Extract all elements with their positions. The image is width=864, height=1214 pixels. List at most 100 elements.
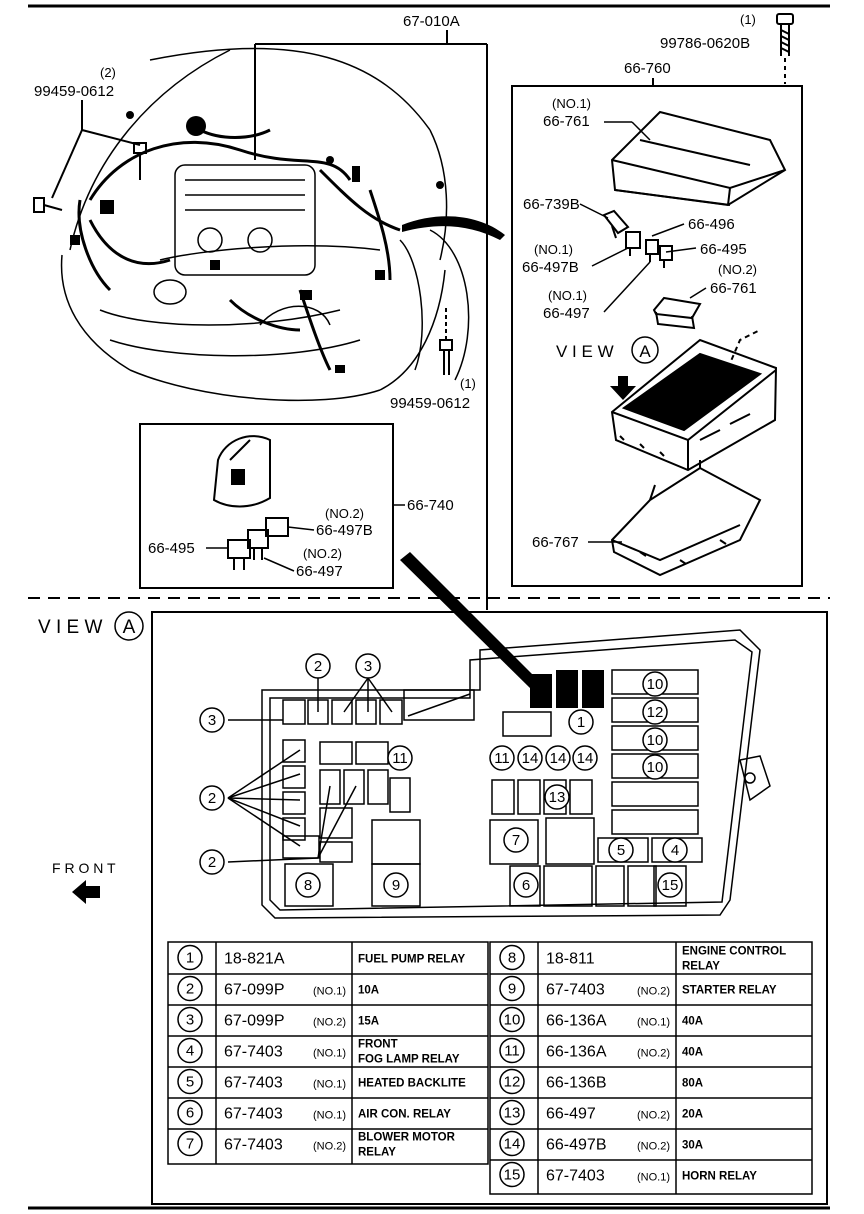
svg-text:14: 14 <box>522 750 539 767</box>
view-a-word: V I E W <box>38 617 102 638</box>
legend-part-code: 67-7403 <box>224 1044 283 1061</box>
cover-no2-leader <box>689 287 707 299</box>
bolt-left-part: 99459-0612 <box>34 83 114 100</box>
legend-description: 40A <box>682 1016 703 1028</box>
svg-text:4: 4 <box>671 842 679 859</box>
cover-no2-part: 66-761 <box>710 280 757 297</box>
view-a-circle <box>114 611 144 641</box>
legend-num-circle <box>177 1006 203 1033</box>
legend-part-code: 66-497 <box>546 1106 596 1123</box>
svg-text:6: 6 <box>522 877 530 894</box>
relay-box-label: 66-760 <box>624 60 671 77</box>
bolt-right-icon <box>439 308 453 375</box>
small-fuses-illustration <box>625 231 673 268</box>
view-a-letter-top: A <box>639 342 651 361</box>
fusebox-outline <box>261 629 771 919</box>
fusebox-slots <box>282 669 703 907</box>
harness-part-label: 67-010A <box>403 13 460 30</box>
legend-part-code: 67-099P <box>224 982 285 999</box>
fuse-497-no1-qty: (NO.1) <box>548 288 587 303</box>
legend-part-code: 18-821A <box>224 951 285 968</box>
legend-row-left: 1 18-821A FUEL PUMP RELAY <box>177 944 465 971</box>
cover-no2-qty: (NO.2) <box>718 262 757 277</box>
fusebox-callout-12: 12 <box>642 699 668 725</box>
view-a-word-top: V I E W <box>556 342 614 361</box>
legend-part-sub: (NO.1) <box>637 1017 670 1029</box>
fuse-495-leader <box>665 247 697 253</box>
svg-text:1: 1 <box>577 714 585 731</box>
kit-497-qty: (NO.2) <box>303 546 342 561</box>
legend-description: 15A <box>358 1016 379 1028</box>
fuse-497b-leader <box>591 247 629 267</box>
legend-num-circle <box>499 1068 525 1095</box>
fuse-497-no1-part: 66-497 <box>543 305 590 322</box>
legend-num-circle <box>499 1161 525 1188</box>
legend-num: 10 <box>504 1012 521 1029</box>
legend-num: 14 <box>504 1136 521 1153</box>
svg-text:7: 7 <box>512 832 520 849</box>
harness-wires <box>77 128 401 371</box>
small-cover-illustration <box>652 296 702 330</box>
relay-box-frame <box>511 85 803 587</box>
svg-text:9: 9 <box>392 877 400 894</box>
fusebox-callout-10: 10 <box>642 671 668 697</box>
fuse-497b-no1-part: 66-497B <box>522 259 579 276</box>
legend-description: STARTER RELAY <box>682 985 777 997</box>
fusebox-callout-4: 4 <box>662 837 688 863</box>
svg-text:3: 3 <box>208 712 216 729</box>
legend-part-sub: (NO.1) <box>313 1048 346 1060</box>
cover-no1-part: 66-761 <box>543 113 590 130</box>
harness-callout <box>254 30 487 160</box>
svg-text:12: 12 <box>647 704 664 721</box>
legend-description: 10A <box>358 985 379 997</box>
legend-part-code: 67-7403 <box>546 982 605 999</box>
fuse-495-label: 66-495 <box>700 241 747 258</box>
front-label: F R O N T <box>52 860 116 876</box>
legend-part-code: 66-136A <box>546 1013 607 1030</box>
legend-num-circle <box>177 975 203 1002</box>
fuse-497b-no1-qty: (NO.1) <box>534 242 573 257</box>
fusebox-callout-10: 10 <box>642 727 668 753</box>
legend-description: FUEL PUMP RELAY <box>358 954 465 966</box>
legend-part-code: 66-136A <box>546 1044 607 1061</box>
fusebox-callout-6: 6 <box>513 872 539 898</box>
legend-num-circle <box>499 1006 525 1033</box>
legend-num: 7 <box>186 1136 194 1153</box>
lower-case-illustration <box>610 460 762 577</box>
view-a-circle-top <box>631 336 659 364</box>
legend-part-sub: (NO.2) <box>637 1110 670 1122</box>
view-a-pointer-bottom <box>400 552 548 690</box>
legend-num-circle <box>177 1068 203 1095</box>
legend-num: 1 <box>186 950 194 967</box>
svg-text:2: 2 <box>208 790 216 807</box>
kit-fuses-illustration <box>227 517 289 570</box>
fuse-kit-frame <box>139 423 394 589</box>
svg-text:2: 2 <box>208 854 216 871</box>
svg-text:10: 10 <box>647 676 664 693</box>
svg-text:13: 13 <box>549 789 566 806</box>
svg-text:2: 2 <box>314 658 322 675</box>
legend-num-circle <box>177 944 203 971</box>
svg-text:14: 14 <box>577 750 594 767</box>
kit-495-label: 66-495 <box>148 540 195 557</box>
svg-text:10: 10 <box>647 732 664 749</box>
fusebox-callout-15: 15 <box>657 872 683 898</box>
fusebox-leaders <box>227 677 393 863</box>
bolt-right-qty: (1) <box>460 376 476 391</box>
legend-num-circle <box>499 1037 525 1064</box>
legend-description: HEATED BACKLITE <box>358 1078 466 1090</box>
lower-case-part: 66-767 <box>532 534 579 551</box>
fusebox-callout-5: 5 <box>608 837 634 863</box>
legend-part-sub: (NO.2) <box>313 1141 346 1153</box>
legend-num: 9 <box>508 981 516 998</box>
legend-num: 12 <box>504 1074 521 1091</box>
